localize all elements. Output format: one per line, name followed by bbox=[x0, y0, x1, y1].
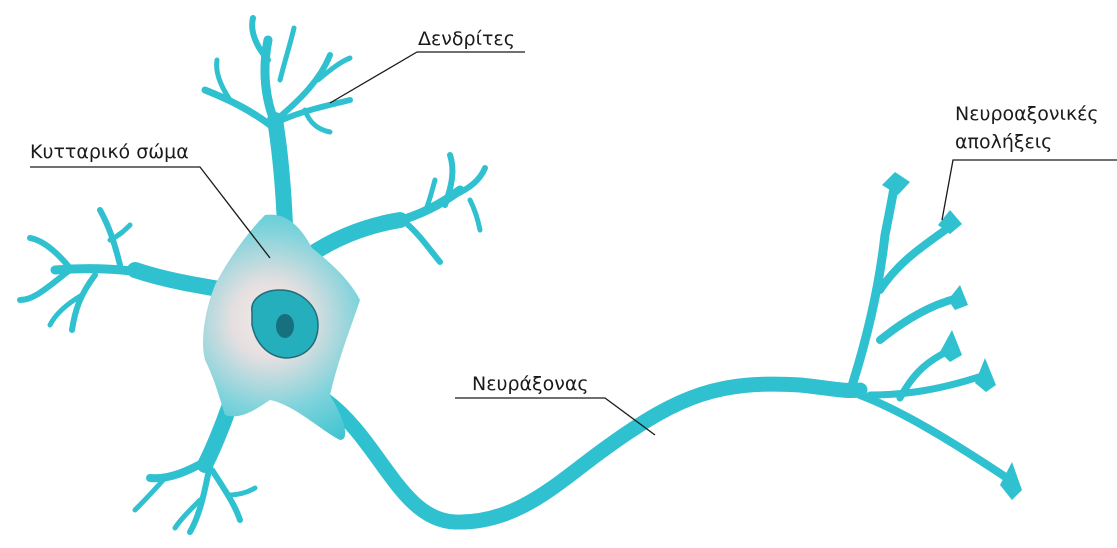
cell-body-label: Κυτταρικό σώμα bbox=[30, 141, 189, 163]
nucleolus bbox=[276, 314, 294, 338]
dendrites-label: Δενδρίτες bbox=[418, 28, 515, 50]
dendrites-leader bbox=[330, 52, 525, 103]
axon bbox=[325, 384, 860, 522]
axon-terminals-label-line1: Νευροαξονικές bbox=[955, 103, 1099, 125]
axon-terminals-label-line2: απολήξεις bbox=[955, 131, 1052, 153]
axon-terminals bbox=[850, 182, 1010, 480]
neuron bbox=[20, 18, 1022, 532]
cell-body-leader bbox=[30, 167, 270, 258]
labels: Δενδρίτες Κυτταρικό σώμα Νευράξονας Νευρ… bbox=[30, 28, 1099, 395]
axon-label: Νευράξονας bbox=[472, 373, 589, 395]
terminal-knobs bbox=[882, 172, 1022, 500]
axon-terminals-leader bbox=[942, 160, 1117, 220]
